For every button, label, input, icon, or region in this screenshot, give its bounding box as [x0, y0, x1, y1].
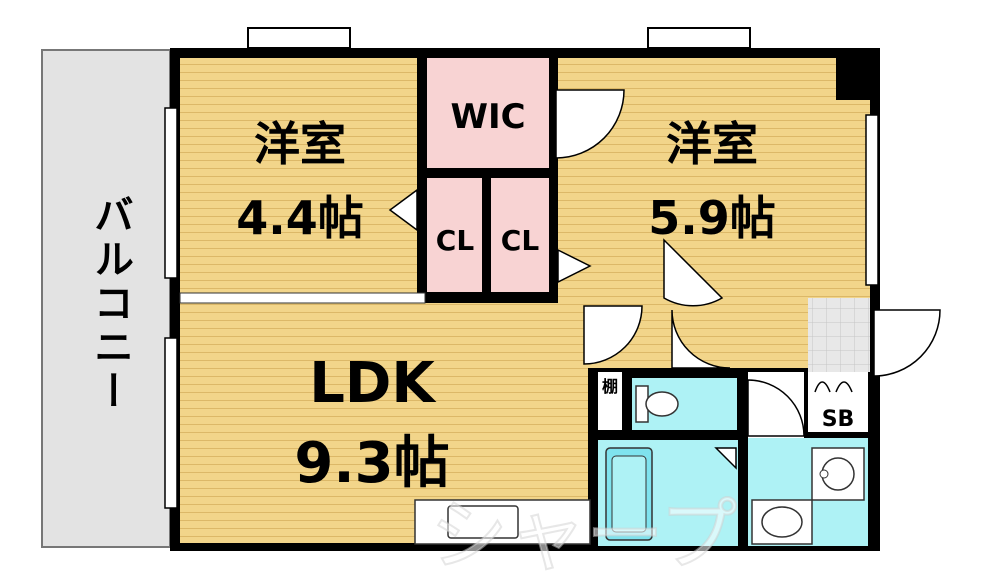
- wic-label: WIC: [450, 97, 525, 137]
- western-room-1-name: 洋室: [254, 117, 346, 171]
- window-left-upper: [164, 107, 178, 279]
- door-washroom: [747, 379, 805, 437]
- door-wic: [555, 89, 625, 159]
- window-left-lower: [164, 337, 178, 509]
- door-ldk: [583, 305, 643, 365]
- balcony-label: バルコニー: [87, 194, 133, 414]
- western-room-2-floor-right: [836, 100, 870, 298]
- door-closet-2: [557, 248, 592, 284]
- western-room-1-floor: [180, 58, 417, 293]
- ldk-name: LDK: [309, 351, 437, 416]
- door-shoe-box: [814, 381, 853, 393]
- closet-2-label: CL: [501, 224, 540, 257]
- entrance-tile: [808, 298, 870, 372]
- ldk-size: 9.3帖: [294, 431, 449, 496]
- closet-1-floor: [427, 178, 482, 292]
- wash-basin-bowl: [761, 506, 803, 538]
- bathtub-inner: [611, 455, 647, 533]
- door-western-room-2: [663, 238, 724, 307]
- toilet-bowl: [645, 391, 679, 417]
- door-swings: [555, 89, 941, 437]
- closet-1-label: CL: [436, 224, 475, 257]
- sliding-door: [179, 292, 426, 304]
- shoe-box-area: [808, 372, 868, 432]
- western-room-2-name: 洋室: [666, 117, 758, 171]
- watermark-text: シャープ: [430, 491, 737, 578]
- door-entrance: [873, 309, 941, 377]
- door-bath: [714, 447, 737, 470]
- door-toilet: [671, 309, 731, 369]
- kitchen-sink: [447, 505, 519, 539]
- closet-2-floor: [491, 178, 549, 292]
- window-top-right: [647, 27, 751, 49]
- shoe-box-label: SB: [822, 407, 855, 432]
- window-top-left: [247, 27, 351, 49]
- window-right: [865, 114, 879, 286]
- western-room-1-size: 4.4帖: [236, 191, 364, 245]
- balcony-area: [41, 49, 171, 548]
- washing-machine-drain: [819, 469, 829, 479]
- shelf-label: 棚: [602, 377, 618, 396]
- shelf-area: [598, 372, 622, 430]
- western-room-2-size: 5.9帖: [648, 191, 776, 245]
- door-closet-1: [388, 188, 418, 232]
- wic-floor: [427, 58, 549, 168]
